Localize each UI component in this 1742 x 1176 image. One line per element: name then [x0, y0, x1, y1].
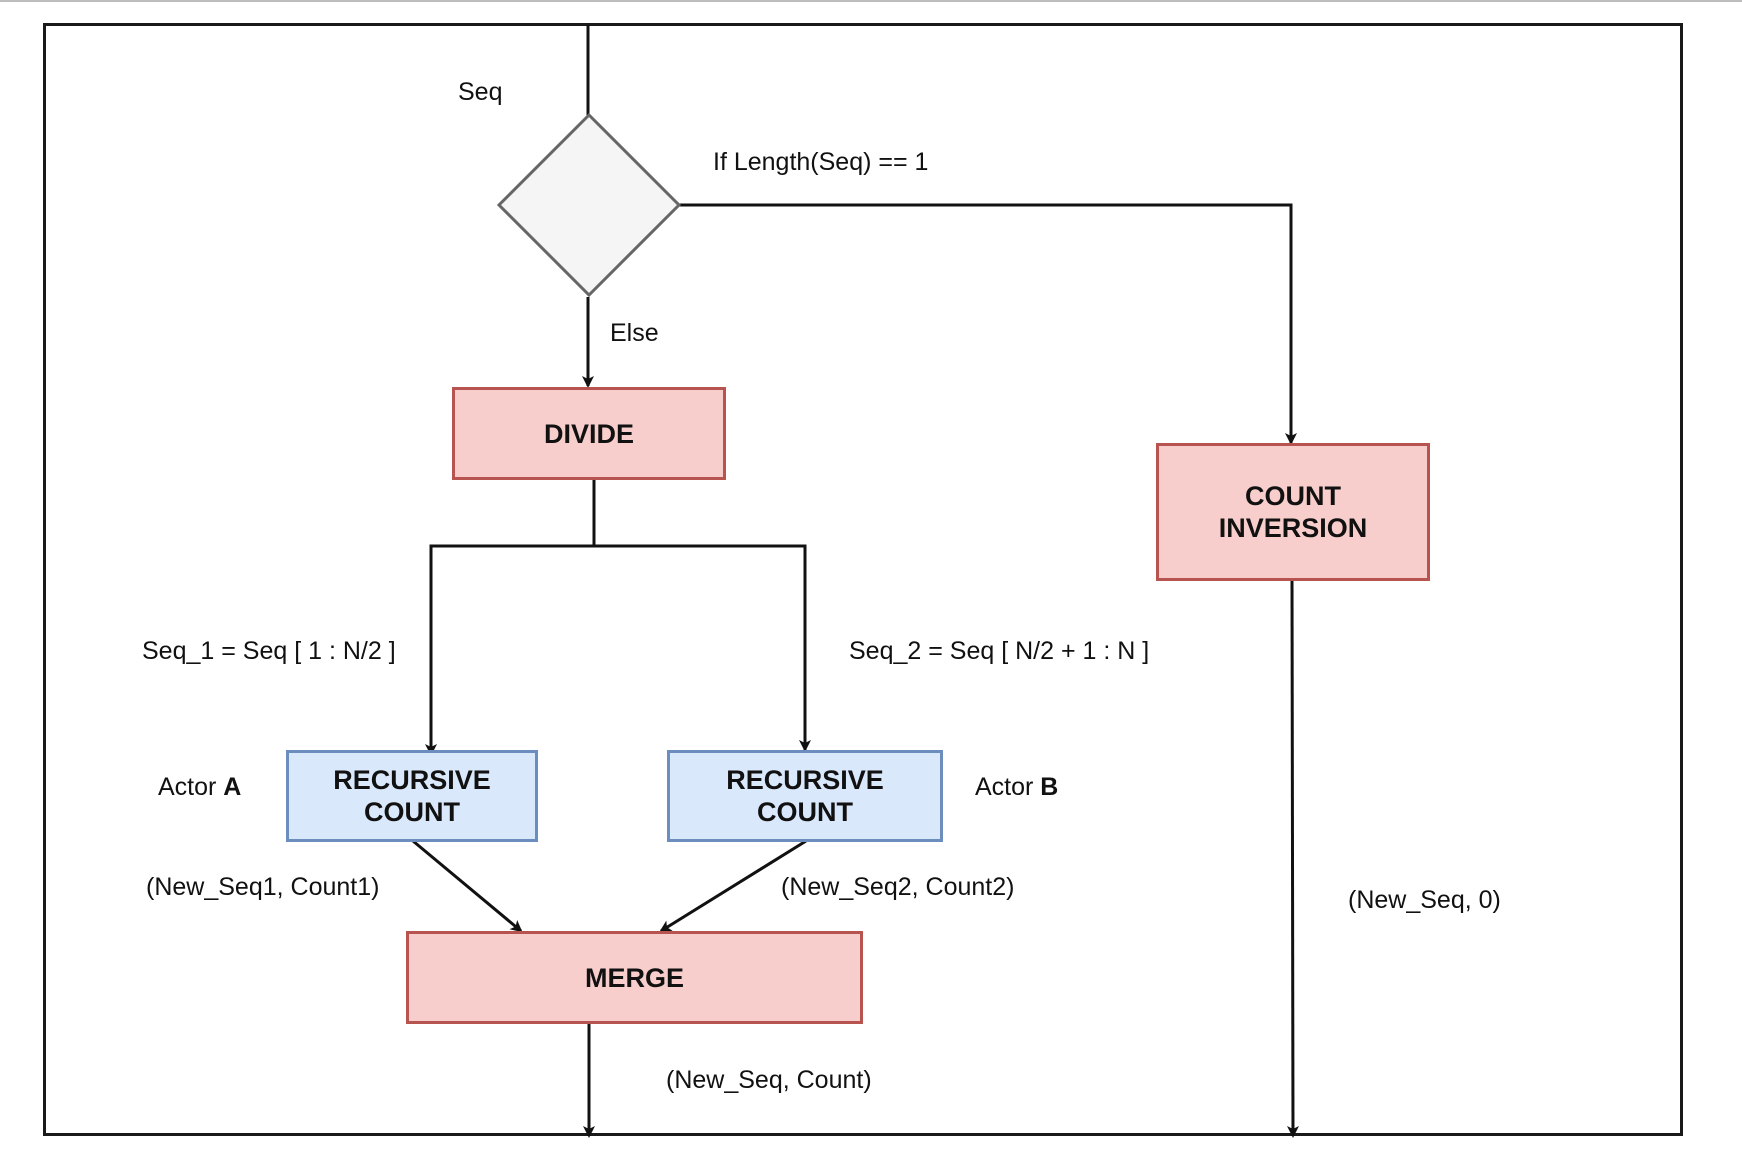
edge-actor-b-to-merge: [659, 839, 807, 933]
edge-divide-split-left: [425, 544, 594, 756]
label-output-a: (New_Seq1, Count1): [146, 873, 380, 901]
decision-diamond: [496, 112, 682, 298]
label-seq-2: Seq_2 = Seq [ N/2 + 1 : N ]: [849, 637, 1150, 665]
top-divider: [0, 0, 1742, 2]
edge-divide-split-right: [594, 544, 811, 752]
label-merge-output: (New_Seq, Count): [666, 1066, 872, 1094]
actor-a-name: A: [223, 773, 242, 801]
edge-actor-a-to-merge: [412, 839, 523, 933]
actor-b-prefix: Actor: [975, 773, 1041, 801]
label-else: Else: [610, 319, 659, 347]
edge-base-case: [679, 203, 1297, 445]
edge-base-output: [1286, 579, 1299, 1138]
label-seq: Seq: [458, 78, 503, 106]
merge-node: MERGE: [406, 931, 863, 1024]
label-actor-a: Actor A: [158, 772, 241, 802]
label-seq-1: Seq_1 = Seq [ 1 : N/2 ]: [142, 637, 396, 665]
recursive-count-node-a: RECURSIVE COUNT: [286, 750, 538, 842]
label-actor-b: Actor B: [975, 772, 1058, 802]
recursive-count-node-b: RECURSIVE COUNT: [667, 750, 943, 842]
diagram-frame: [43, 23, 1683, 1136]
label-condition: If Length(Seq) == 1: [713, 148, 929, 176]
label-output-b: (New_Seq2, Count2): [781, 873, 1015, 901]
label-base-output: (New_Seq, 0): [1348, 886, 1501, 914]
count-inversion-node: COUNT INVERSION: [1156, 443, 1430, 581]
divide-node: DIVIDE: [452, 387, 726, 480]
actor-b-name: B: [1040, 773, 1059, 801]
actor-a-prefix: Actor: [158, 773, 224, 801]
